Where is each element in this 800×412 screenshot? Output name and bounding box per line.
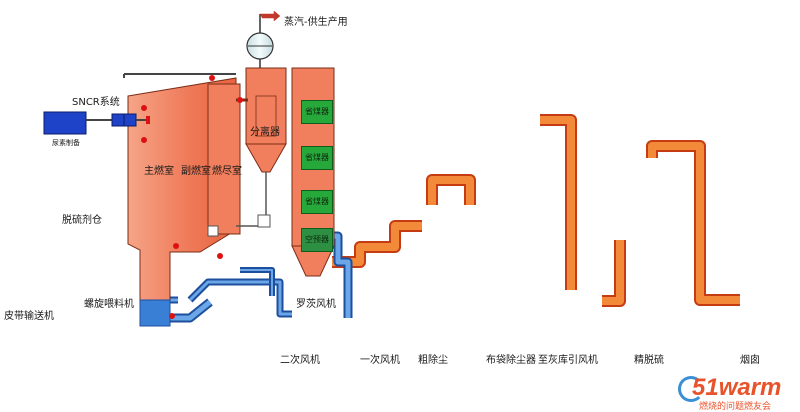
- steam-arrow-icon: [260, 10, 281, 22]
- steam-label: 蒸汽-供生产用: [284, 17, 348, 28]
- belt-conveyor-label: 皮带输送机: [4, 311, 54, 322]
- sub-chamber-label: 副燃室: [181, 166, 211, 177]
- urea-prep-label: 尿素制备: [52, 139, 80, 147]
- air-preheater: 空预器: [301, 228, 333, 252]
- to-ash-silo-label: 至灰库: [538, 355, 568, 366]
- urea-tank: [43, 111, 87, 135]
- primary-fan-label: 一次风机: [360, 355, 400, 366]
- economizer-1: 省煤器: [301, 100, 333, 124]
- secondary-fan-label: 二次风机: [280, 355, 320, 366]
- bag-filter-label: 布袋除尘器: [486, 355, 536, 366]
- fine-desulfurization-label: 精脱硫: [634, 355, 664, 366]
- economizer-2: 省煤器: [301, 146, 333, 170]
- main-chamber-label: 主燃室: [144, 166, 174, 177]
- brand-logo: 51warm 燃烧的问题燃友会: [672, 374, 800, 412]
- sncr-system: [43, 111, 150, 135]
- separator-body: [245, 67, 287, 145]
- boiler: [123, 67, 335, 327]
- flue-gas-ducts: [332, 114, 740, 307]
- flue-duct-to-id-fan: [540, 114, 577, 290]
- burnout-chamber: [207, 83, 241, 235]
- screw-feeder-label: 螺旋喂料机: [84, 299, 134, 310]
- logo-tagline: 燃烧的问题燃友会: [699, 402, 772, 412]
- chimney-label: 烟囱: [740, 355, 760, 366]
- id-fan-label: 引风机: [568, 355, 598, 366]
- sncr-label: SNCR系统: [72, 97, 120, 108]
- logo-brand-text: 51warm: [692, 374, 782, 401]
- desulfurizer-bin-label: 脱硫剂仓: [62, 215, 102, 226]
- logo-ring-icon: [678, 376, 704, 402]
- burnout-chamber-label: 燃尽室: [212, 166, 242, 177]
- economizer-3: 省煤器: [301, 190, 333, 214]
- separator-label: 分离器: [250, 127, 280, 138]
- coarse-dust-label: 粗除尘: [418, 355, 448, 366]
- separator-cone: [245, 143, 287, 173]
- loop-seal-fan-label: 罗茨风机: [296, 299, 336, 310]
- boiler-bottom: [139, 299, 171, 327]
- steam-drum: [246, 10, 281, 68]
